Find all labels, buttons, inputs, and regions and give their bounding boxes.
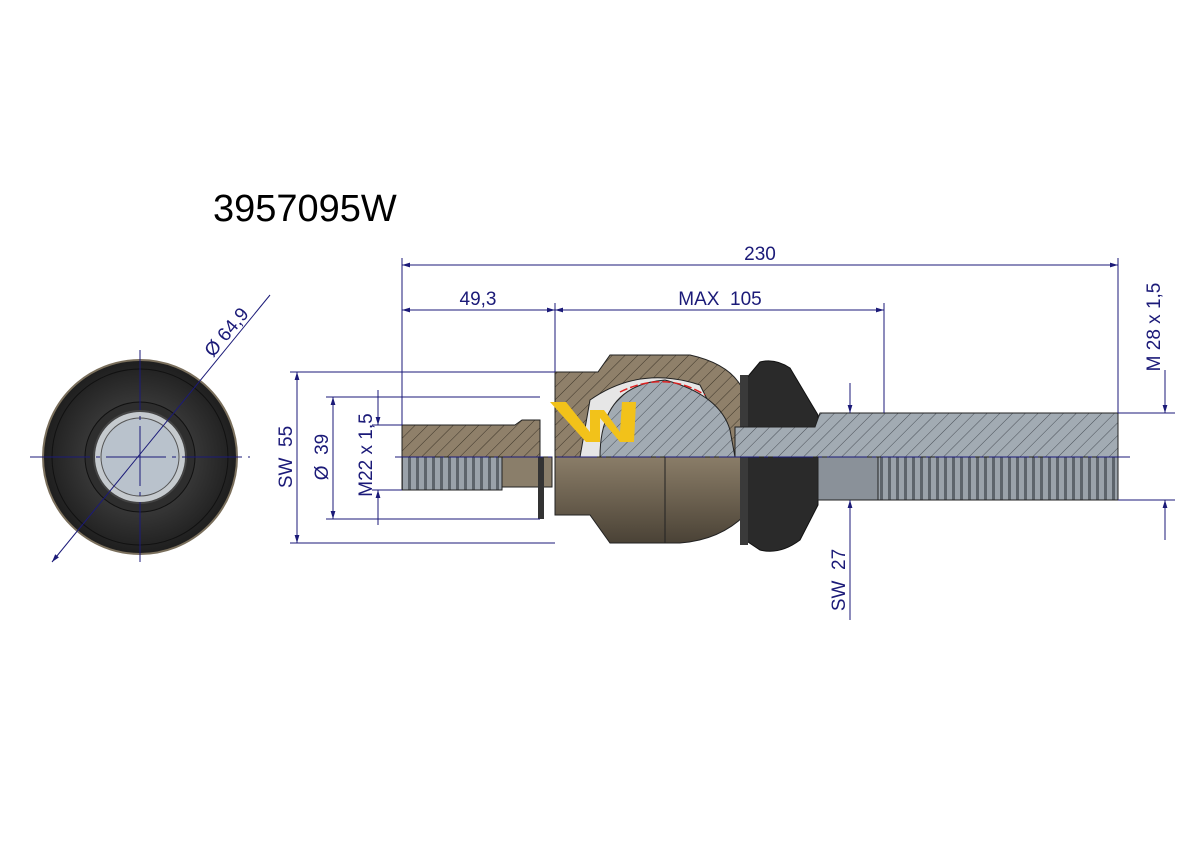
ball-joint-housing bbox=[554, 354, 746, 544]
brand-logo bbox=[550, 402, 636, 442]
collar-diameter-label: Ø 39 bbox=[312, 434, 333, 480]
stud-thread-label: M22 x 1,5 bbox=[356, 413, 377, 496]
threaded-shaft bbox=[734, 412, 1119, 501]
stud-length-label: 49,3 bbox=[460, 289, 497, 310]
part-number: 3957095W bbox=[213, 188, 397, 230]
threaded-stud bbox=[401, 419, 553, 519]
end-view bbox=[30, 294, 271, 565]
end-view-diameter-label: Ø 64,9 bbox=[201, 304, 254, 361]
outer-thread-label: M 28 x 1,5 bbox=[1144, 283, 1165, 372]
dimension-lines bbox=[290, 258, 1175, 620]
overall-length-label: 230 bbox=[744, 244, 776, 265]
shaft-wrench-label: SW 27 bbox=[829, 549, 850, 611]
housing-wrench-label: SW 55 bbox=[276, 426, 297, 488]
max-length-label: MAX 105 bbox=[678, 289, 761, 310]
